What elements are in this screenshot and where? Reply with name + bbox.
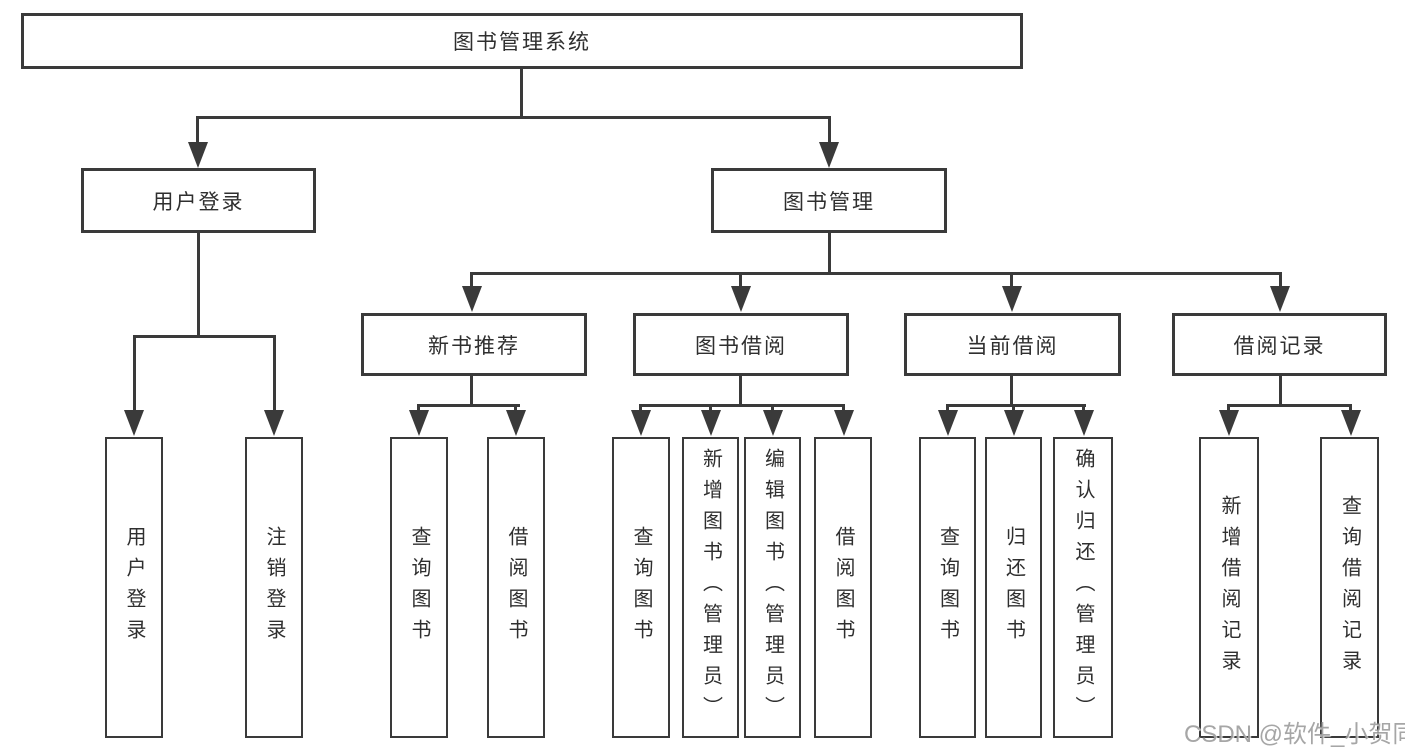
arrow-down-icon xyxy=(938,410,958,436)
leaf-add-borrow-record: 新增借阅记录 xyxy=(1199,437,1259,738)
leaf-query-books-3: 查询图书 xyxy=(919,437,976,738)
node-book-borrow: 图书借阅 xyxy=(633,313,849,376)
leaf-edit-books-admin-label: 编辑图书（管理员） xyxy=(761,448,784,727)
line xyxy=(520,69,523,118)
line xyxy=(1227,404,1352,407)
leaf-confirm-return-admin: 确认归还（管理员） xyxy=(1053,437,1113,738)
leaf-borrow-books-1-label: 借阅图书 xyxy=(505,525,527,650)
arrow-down-icon xyxy=(731,286,751,312)
leaf-logout-label: 注销登录 xyxy=(263,525,285,650)
node-user-login: 用户登录 xyxy=(81,168,316,233)
line xyxy=(828,118,831,144)
node-root: 图书管理系统 xyxy=(21,13,1023,69)
line xyxy=(133,337,136,412)
line xyxy=(739,274,742,288)
line xyxy=(739,376,742,406)
line xyxy=(639,404,845,407)
arrow-down-icon xyxy=(763,410,783,436)
leaf-borrow-books-2-label: 借阅图书 xyxy=(832,525,854,650)
line xyxy=(470,272,1282,275)
leaf-query-books-3-label: 查询图书 xyxy=(936,525,959,650)
arrow-down-icon xyxy=(1004,410,1024,436)
line xyxy=(828,233,831,274)
line xyxy=(1010,376,1013,406)
arrow-down-icon xyxy=(506,410,526,436)
arrow-down-icon xyxy=(264,410,284,436)
arrow-down-icon xyxy=(1002,286,1022,312)
line xyxy=(946,404,1086,407)
arrow-down-icon xyxy=(462,286,482,312)
node-current-borrow-label: 当前借阅 xyxy=(966,334,1059,358)
node-book-management: 图书管理 xyxy=(711,168,947,233)
line xyxy=(1279,376,1282,407)
leaf-add-books-admin-label: 新增图书（管理员） xyxy=(699,448,722,727)
leaf-borrow-books-1: 借阅图书 xyxy=(487,437,545,738)
csdn-watermark: CSDN @软件_小贺同学 xyxy=(1184,721,1405,747)
leaf-return-books-label: 归还图书 xyxy=(1002,525,1025,650)
line xyxy=(197,233,200,337)
arrow-down-icon xyxy=(631,410,651,436)
node-borrow-records-label: 借阅记录 xyxy=(1233,334,1326,358)
line xyxy=(196,116,831,119)
arrow-down-icon xyxy=(188,142,208,168)
leaf-user-login: 用户登录 xyxy=(105,437,163,738)
leaf-add-books-admin: 新增图书（管理员） xyxy=(682,437,739,738)
arrow-down-icon xyxy=(124,410,144,436)
line xyxy=(470,274,473,288)
arrow-down-icon xyxy=(1219,410,1239,436)
leaf-add-borrow-record-label: 新增借阅记录 xyxy=(1218,494,1240,681)
line xyxy=(470,376,473,406)
node-user-login-label: 用户登录 xyxy=(152,190,245,214)
node-new-book-recommend-label: 新书推荐 xyxy=(428,334,520,358)
arrow-down-icon xyxy=(1074,410,1094,436)
leaf-query-books-1: 查询图书 xyxy=(390,437,448,738)
leaf-query-borrow-record: 查询借阅记录 xyxy=(1320,437,1379,738)
node-current-borrow: 当前借阅 xyxy=(904,313,1121,376)
leaf-query-borrow-record-label: 查询借阅记录 xyxy=(1338,494,1361,681)
arrow-down-icon xyxy=(701,410,721,436)
line xyxy=(1279,274,1282,288)
leaf-logout: 注销登录 xyxy=(245,437,303,738)
line xyxy=(417,404,520,407)
line xyxy=(273,337,276,412)
arrow-down-icon xyxy=(819,142,839,168)
leaf-edit-books-admin: 编辑图书（管理员） xyxy=(744,437,801,738)
arrow-down-icon xyxy=(409,410,429,436)
leaf-query-books-2: 查询图书 xyxy=(612,437,670,738)
leaf-query-books-1-label: 查询图书 xyxy=(408,525,430,650)
leaf-query-books-2-label: 查询图书 xyxy=(630,525,652,650)
leaf-user-login-label: 用户登录 xyxy=(123,525,145,650)
arrow-down-icon xyxy=(1341,410,1361,436)
node-root-label: 图书管理系统 xyxy=(453,31,591,54)
leaf-confirm-return-admin-label: 确认归还（管理员） xyxy=(1072,448,1094,727)
line xyxy=(1010,274,1013,288)
node-borrow-records: 借阅记录 xyxy=(1172,313,1387,376)
node-new-book-recommend: 新书推荐 xyxy=(361,313,587,376)
line xyxy=(133,335,276,338)
leaf-borrow-books-2: 借阅图书 xyxy=(814,437,872,738)
leaf-return-books: 归还图书 xyxy=(985,437,1042,738)
node-book-borrow-label: 图书借阅 xyxy=(695,334,787,358)
arrow-down-icon xyxy=(834,410,854,436)
node-book-management-label: 图书管理 xyxy=(783,190,875,214)
arrow-down-icon xyxy=(1270,286,1290,312)
line xyxy=(196,118,199,144)
